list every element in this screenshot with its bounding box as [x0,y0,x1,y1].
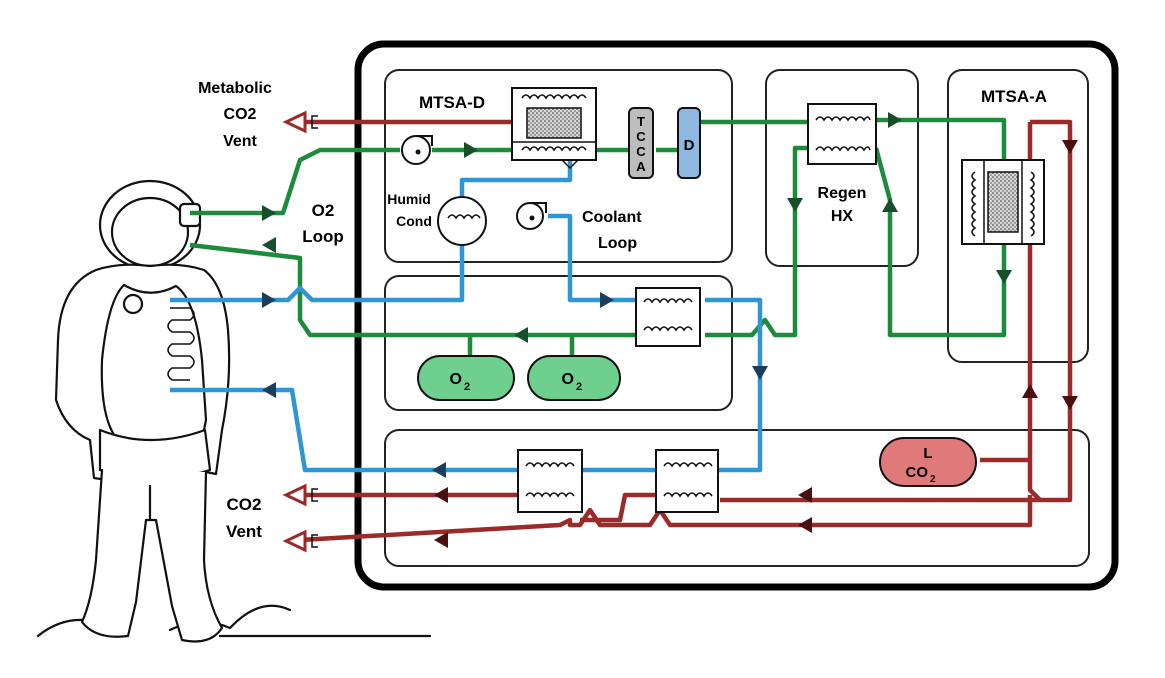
metabolic-label-1: Metabolic [198,80,272,97]
o2-tank-1-sub: 2 [464,381,470,393]
o2-tank-2-sub: 2 [576,381,582,393]
mtsa-d-label: MTSA-D [419,93,485,112]
pls-enclosure [354,40,1119,591]
tcca-t: T [637,114,645,129]
humid-label-2: Cond [396,213,432,229]
o2-loop-label-1: O2 [312,201,335,220]
o2-tank-2: O 2 [527,355,621,401]
tcca-c1: C [636,129,646,144]
o2-tank-1: O 2 [417,355,515,401]
flow-arrows [262,112,1078,548]
lco2-co: CO [906,464,929,481]
regen-hx-box [765,69,919,267]
mtsa-a-bed [961,159,1045,245]
coolant-label-2: Loop [598,235,637,252]
coolant-o2-box [384,275,733,411]
metabolic-label-3: Vent [223,133,257,150]
regen-label-2: HX [831,208,854,225]
coolant-hx-icon [635,287,701,347]
co2-box [384,429,1090,567]
co2-vent-label-2: Vent [226,522,262,541]
dryer-canister: D [677,107,701,179]
mtsa-a-label: MTSA-A [981,87,1047,106]
humid-cond-icon [437,196,487,246]
coolant-label-1: Coolant [582,209,642,226]
mtsa-d-box [384,69,733,263]
regen-label-1: Regen [818,185,867,202]
humid-label-1: Humid [387,191,431,207]
astronaut-figure [36,179,432,643]
fan-icon [401,135,433,165]
lco2-l: L [923,445,932,462]
heat-exchanger-icon [807,103,877,165]
lco2-sub: 2 [930,474,936,485]
o2-loop [189,117,1007,362]
tcca-c2: C [636,144,646,159]
mtsa-a-box [947,69,1089,363]
tcca-a: A [636,159,646,174]
mtsa-d-bed [511,87,597,170]
o2-loop-label-2: Loop [302,227,344,246]
coolant-pump-icon [516,202,547,230]
o2-tank-1-label: O [450,371,462,388]
co2-hx-icon-1 [517,449,583,513]
tcca-canister: T C C A [628,107,654,179]
co2-vent-label-1: CO2 [227,495,262,514]
o2-tank-2-label: O [562,371,574,388]
metabolic-label-2: CO2 [224,106,257,123]
suit-coolant-coil [167,307,195,381]
dryer-label: D [684,137,695,154]
vent-arrow-icon [282,110,318,553]
co2-hx-icon-2 [655,449,719,513]
lco2-tank: L CO 2 [879,437,977,487]
